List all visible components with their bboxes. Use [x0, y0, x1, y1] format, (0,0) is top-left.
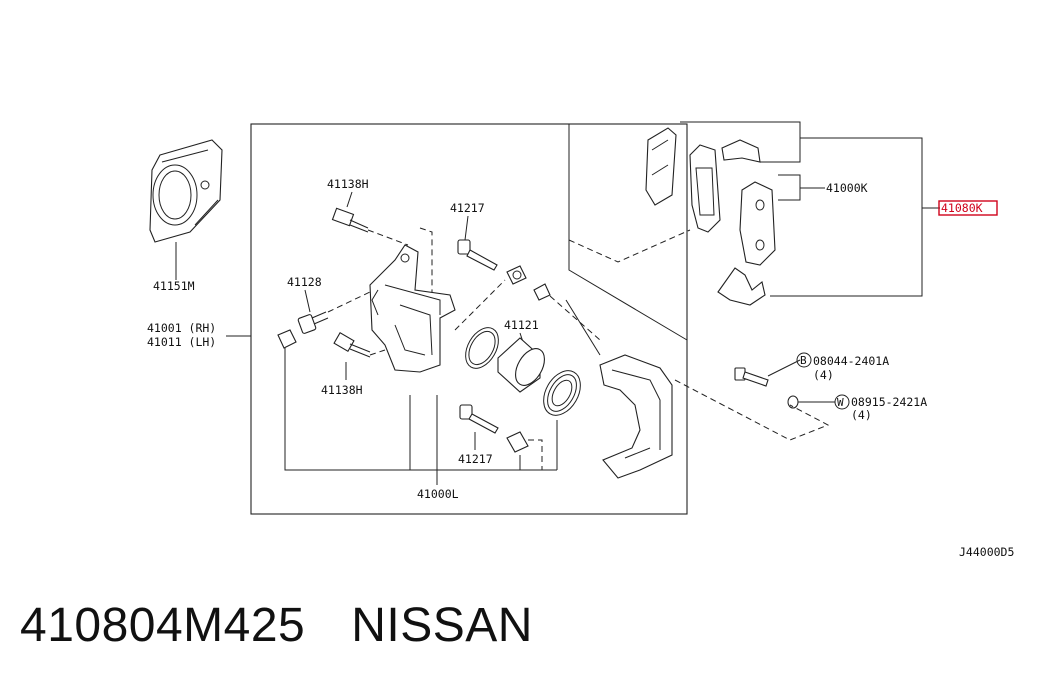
boot-bottom[interactable]: [506, 431, 529, 453]
label-41001-rh: 41001 (RH): [147, 321, 216, 335]
boot-lower[interactable]: [533, 283, 551, 301]
label-41121: 41121: [504, 318, 539, 332]
svg-text:41080K: 41080K: [941, 201, 983, 215]
piston-seal[interactable]: [459, 322, 505, 374]
label-41138H-bottom: 41138H: [321, 383, 363, 397]
bolt-08044[interactable]: [734, 367, 769, 387]
pad-clip-top[interactable]: [721, 139, 761, 163]
piston[interactable]: [497, 337, 550, 393]
footer-brand: NISSAN: [351, 599, 533, 652]
bleeder-cap[interactable]: [277, 329, 297, 349]
label-bolt-code: 08044-2401A: [813, 354, 889, 368]
label-41000K: 41000K: [826, 181, 868, 195]
highlighted-part-41080K[interactable]: 41080K: [938, 200, 998, 216]
boot-upper[interactable]: [506, 265, 527, 285]
caliper-body[interactable]: [369, 244, 456, 373]
label-41000L: 41000L: [417, 487, 459, 501]
label-washer-code: 08915-2421A: [851, 395, 927, 409]
brake-pad-inner[interactable]: [739, 181, 776, 266]
caliper-bracket[interactable]: [599, 354, 673, 479]
marker-B: B: [796, 352, 812, 368]
marker-W: W: [834, 394, 850, 410]
pin-41217-top[interactable]: [457, 239, 498, 271]
label-41151M: 41151M: [153, 279, 195, 293]
diagram-id: J44000D5: [959, 545, 1014, 559]
footer-part-number: 410804M425: [20, 599, 306, 652]
frame-diagonal: [568, 124, 688, 341]
svg-text:W: W: [837, 396, 844, 409]
footer-caption: 410804M425 NISSAN: [20, 598, 533, 653]
svg-text:B: B: [800, 354, 807, 367]
label-washer-qty: (4): [851, 408, 872, 422]
label-41217-top: 41217: [450, 201, 485, 215]
shim-upper-left[interactable]: [645, 127, 677, 206]
label-41217-bottom: 41217: [458, 452, 493, 466]
label-41128: 41128: [287, 275, 322, 289]
bolt-41138H-bottom[interactable]: [333, 332, 371, 358]
bolt-41138H-top[interactable]: [331, 207, 369, 233]
bleeder-41128[interactable]: [297, 311, 329, 334]
pad-clip-bottom[interactable]: [717, 267, 766, 306]
pin-41217-bottom[interactable]: [459, 404, 499, 434]
label-41138H-top: 41138H: [327, 177, 369, 191]
piston-boot[interactable]: [536, 364, 588, 422]
brake-pad-outer[interactable]: [689, 144, 721, 233]
label-41011-lh: 41011 (LH): [147, 335, 216, 349]
label-bolt-qty: (4): [813, 368, 834, 382]
dust-shield-part[interactable]: [149, 139, 223, 243]
caliper-assembly-frame: [250, 123, 688, 515]
